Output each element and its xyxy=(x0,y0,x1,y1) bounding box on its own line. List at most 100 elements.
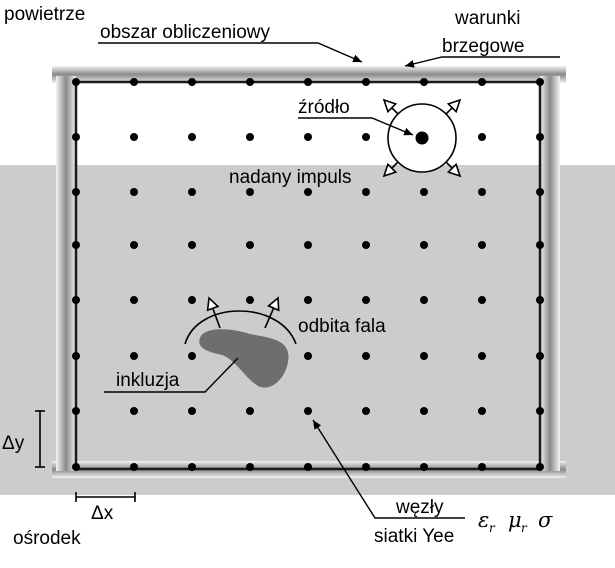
yee-node xyxy=(246,463,254,471)
yee-node xyxy=(362,78,370,86)
yee-node xyxy=(188,133,196,141)
yee-node-grid xyxy=(72,78,544,471)
impulse-arrow-nw xyxy=(382,98,399,115)
yee-node xyxy=(304,188,312,196)
yee-node xyxy=(188,296,196,304)
yee-node xyxy=(72,188,80,196)
yee-node xyxy=(536,463,544,471)
yee-node xyxy=(72,352,80,360)
yee-node xyxy=(72,78,80,86)
yee-node xyxy=(420,352,428,360)
yee-node xyxy=(130,241,138,249)
boundary-label-line1: warunki xyxy=(454,8,520,29)
yee-node xyxy=(246,133,254,141)
yee-node xyxy=(72,241,80,249)
yee-node xyxy=(420,407,428,415)
yee-node xyxy=(362,407,370,415)
inclusion-label: inkluzja xyxy=(116,370,180,391)
yee-node xyxy=(362,352,370,360)
yee-node xyxy=(420,241,428,249)
yee-node xyxy=(246,407,254,415)
air-label: powietrze xyxy=(4,4,85,25)
reflected-arrow-right xyxy=(264,296,280,329)
yee-node xyxy=(246,296,254,304)
yee-node xyxy=(478,296,486,304)
yee-node xyxy=(362,241,370,249)
yee-node xyxy=(420,296,428,304)
yee-node xyxy=(478,463,486,471)
impulse-arrow-sw xyxy=(382,161,399,178)
yee-node xyxy=(536,78,544,86)
yee-node xyxy=(536,352,544,360)
impulse-arrow-ne xyxy=(445,98,462,115)
medium-region xyxy=(0,165,615,495)
yee-node xyxy=(478,78,486,86)
yee-node xyxy=(72,407,80,415)
reflected-arrow-left xyxy=(206,296,221,329)
yee-node xyxy=(536,296,544,304)
yee-node xyxy=(188,241,196,249)
boundary-right xyxy=(540,76,560,471)
sigma-symbol: σ xyxy=(538,508,553,532)
yee-node xyxy=(304,133,312,141)
yee-node xyxy=(130,78,138,86)
mu-subscript: r xyxy=(521,521,528,535)
domain-label: obszar obliczeniowy xyxy=(100,22,271,43)
yee-node xyxy=(304,296,312,304)
yee-node xyxy=(478,241,486,249)
yee-node xyxy=(130,188,138,196)
inclusion-shape xyxy=(199,329,289,388)
yee-node xyxy=(304,407,312,415)
inclusion-leader-line xyxy=(104,357,239,393)
impulse-arrow-se xyxy=(445,161,462,178)
yee-node xyxy=(304,78,312,86)
dx-label: Δx xyxy=(91,503,114,524)
yee-node xyxy=(188,188,196,196)
yee-node xyxy=(362,463,370,471)
yee-node xyxy=(72,133,80,141)
impulse-label: nadany impuls xyxy=(229,167,352,188)
boundary-top xyxy=(52,66,566,83)
reflected-wave-label: odbita fala xyxy=(298,316,386,337)
yee-node xyxy=(72,463,80,471)
yee-node xyxy=(362,188,370,196)
yee-node xyxy=(304,241,312,249)
yee-node xyxy=(536,133,544,141)
yee-node xyxy=(72,296,80,304)
yee-node xyxy=(536,407,544,415)
yee-node xyxy=(130,407,138,415)
boundary-leader-line xyxy=(404,56,560,68)
yee-node xyxy=(536,188,544,196)
yee-node xyxy=(536,241,544,249)
eps-subscript: r xyxy=(489,521,496,535)
source-point xyxy=(415,131,429,145)
nodes-leader-line xyxy=(312,419,465,519)
medium-label: ośrodek xyxy=(13,528,81,549)
yee-node xyxy=(130,133,138,141)
yee-node xyxy=(420,463,428,471)
yee-node xyxy=(246,188,254,196)
yee-node xyxy=(420,188,428,196)
yee-node xyxy=(304,352,312,360)
eps-symbol: ε xyxy=(478,508,489,532)
domain-interior-air xyxy=(76,82,540,165)
yee-node xyxy=(130,296,138,304)
yee-node xyxy=(478,133,486,141)
yee-node xyxy=(420,78,428,86)
source-label: źródło xyxy=(298,97,350,118)
yee-node xyxy=(246,78,254,86)
yee-node xyxy=(362,296,370,304)
yee-node xyxy=(478,352,486,360)
yee-node xyxy=(188,463,196,471)
nodes-label-line1: węzły xyxy=(395,497,444,518)
nodes-label-line2: siatki Yee xyxy=(374,526,454,547)
boundary-left xyxy=(56,76,76,471)
yee-node xyxy=(188,407,196,415)
dy-label: Δy xyxy=(2,433,25,454)
yee-node xyxy=(304,463,312,471)
yee-node xyxy=(188,352,196,360)
yee-node xyxy=(188,78,196,86)
mu-symbol: μ xyxy=(508,508,522,532)
